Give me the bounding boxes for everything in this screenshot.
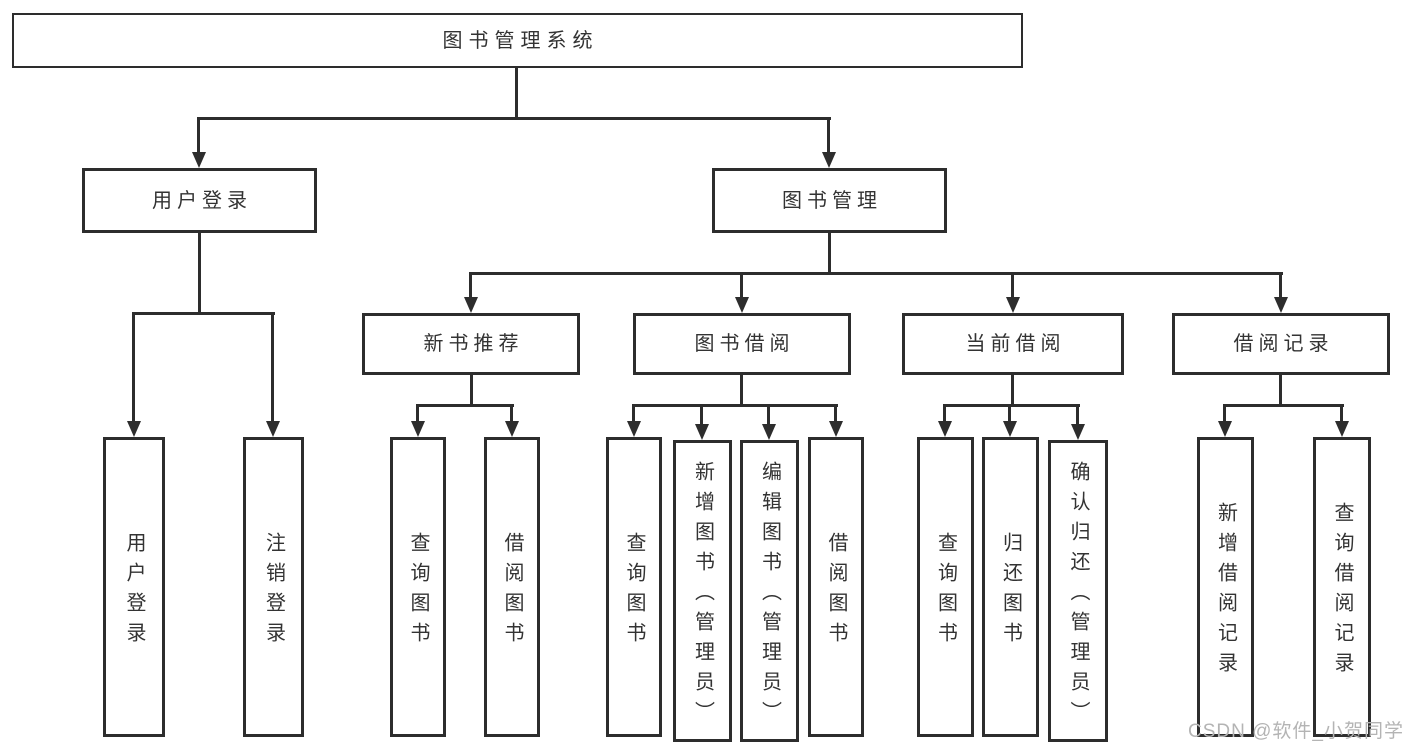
node-user-login: 用户登录 [82,168,317,233]
connector-line [197,117,831,120]
arrow-down-icon [627,405,641,437]
leaf-return-books: 归还图书 [982,437,1039,737]
node-library-management-system: 图书管理系统 [12,13,1023,68]
leaf-borrow-books-2: 借阅图书 [808,437,864,737]
leaf-query-books-3: 查询图书 [917,437,974,737]
arrow-down-icon [192,118,206,168]
arrow-down-icon [127,313,141,437]
arrow-down-icon [1335,405,1349,437]
arrow-down-icon [464,273,478,313]
arrow-down-icon [735,273,749,313]
arrow-down-icon [822,118,836,168]
leaf-query-books-2: 查询图书 [606,437,662,737]
connector-line [1011,375,1014,405]
arrow-down-icon [1006,273,1020,313]
connector-line [1223,404,1344,407]
connector-line [198,233,201,313]
leaf-logout: 注销登录 [243,437,304,737]
node-new-book-recommendation: 新书推荐 [362,313,580,375]
connector-line [515,68,518,118]
connector-line [740,375,743,405]
leaf-borrow-books-1: 借阅图书 [484,437,540,737]
arrow-down-icon [938,405,952,437]
arrow-down-icon [1274,273,1288,313]
arrow-down-icon [266,313,280,437]
connector-line [1279,375,1282,405]
leaf-query-books-1: 查询图书 [390,437,446,737]
node-borrowing-records: 借阅记录 [1172,313,1390,375]
arrow-down-icon [505,405,519,437]
node-book-borrowing: 图书借阅 [633,313,851,375]
connector-line [943,404,1080,407]
node-book-management: 图书管理 [712,168,947,233]
leaf-add-books-admin: 新增图书（管理员） [673,440,732,742]
arrow-down-icon [411,405,425,437]
leaf-confirm-return-admin: 确认归还（管理员） [1048,440,1108,742]
leaf-query-borrow-record: 查询借阅记录 [1313,437,1371,737]
arrow-down-icon [1071,405,1085,440]
connector-line [632,404,838,407]
arrow-down-icon [1218,405,1232,437]
connector-line [132,312,275,315]
arrow-down-icon [695,405,709,440]
leaf-add-borrow-record: 新增借阅记录 [1197,437,1254,737]
arrow-down-icon [829,405,843,437]
watermark: CSDN @软件_小贺同学 [1188,721,1404,742]
connector-line [470,375,473,405]
leaf-edit-books-admin: 编辑图书（管理员） [740,440,799,742]
arrow-down-icon [762,405,776,440]
connector-line [416,404,514,407]
connector-line [469,272,1283,275]
node-current-borrowing: 当前借阅 [902,313,1124,375]
connector-line [828,233,831,273]
arrow-down-icon [1003,405,1017,437]
leaf-user-login: 用户登录 [103,437,165,737]
